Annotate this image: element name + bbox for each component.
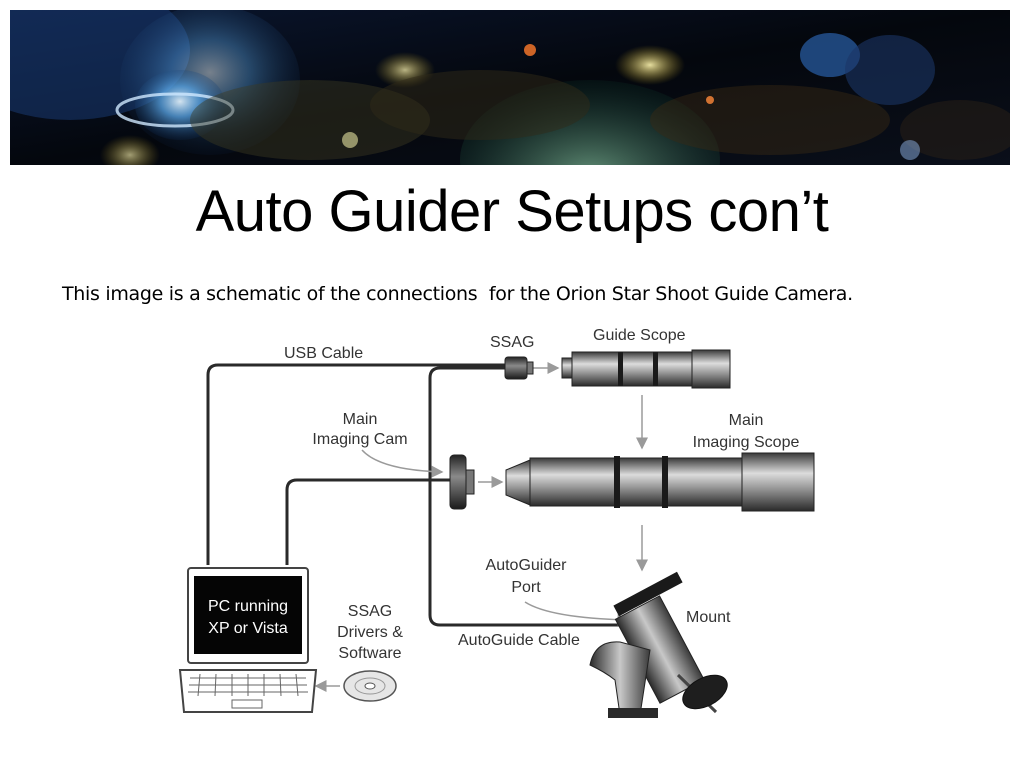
telescope-mount (589, 571, 728, 718)
software-cd-icon (343, 670, 397, 702)
label-main-scope-line1: Main (729, 412, 764, 429)
usb-cable-main-cam (285, 478, 450, 565)
laptop-screen-line1: PC running (208, 598, 288, 615)
main-imaging-camera (449, 454, 475, 510)
ssag-camera (504, 356, 534, 380)
slide-subtitle: This image is a schematic of the connect… (62, 283, 853, 305)
label-guide-scope: Guide Scope (593, 327, 686, 344)
arrow-label-main-cam (361, 449, 444, 478)
arrow-label-autoguider-port (524, 601, 630, 626)
usb-cable-ssag (206, 363, 505, 565)
autoguide-cable (428, 366, 630, 627)
laptop-screen-line2: XP or Vista (208, 620, 288, 637)
label-drivers-line1: SSAG (348, 603, 392, 620)
main-imaging-scope (505, 452, 815, 512)
guide-scope (561, 349, 731, 389)
label-main-cam-line1: Main (343, 411, 378, 428)
connection-schematic: USB Cable SSAG Guide Scope Main Imaging … (178, 327, 815, 718)
laptop-pc (178, 567, 318, 713)
label-usb-cable: USB Cable (284, 345, 363, 362)
header-banner-image (10, 10, 1010, 165)
label-autoguider-port-line2: Port (511, 579, 541, 596)
label-drivers-line3: Software (338, 645, 401, 662)
label-main-cam-line2: Imaging Cam (312, 431, 407, 448)
label-ssag: SSAG (490, 334, 534, 351)
label-autoguider-port-line1: AutoGuider (486, 557, 568, 574)
space-fractal-image (10, 10, 1010, 165)
label-main-scope-line2: Imaging Scope (693, 434, 800, 451)
label-mount: Mount (686, 609, 731, 626)
label-drivers-line2: Drivers & (337, 624, 403, 641)
label-autoguide-cable: AutoGuide Cable (458, 632, 580, 649)
slide-title: Auto Guider Setups con’t (195, 179, 829, 244)
